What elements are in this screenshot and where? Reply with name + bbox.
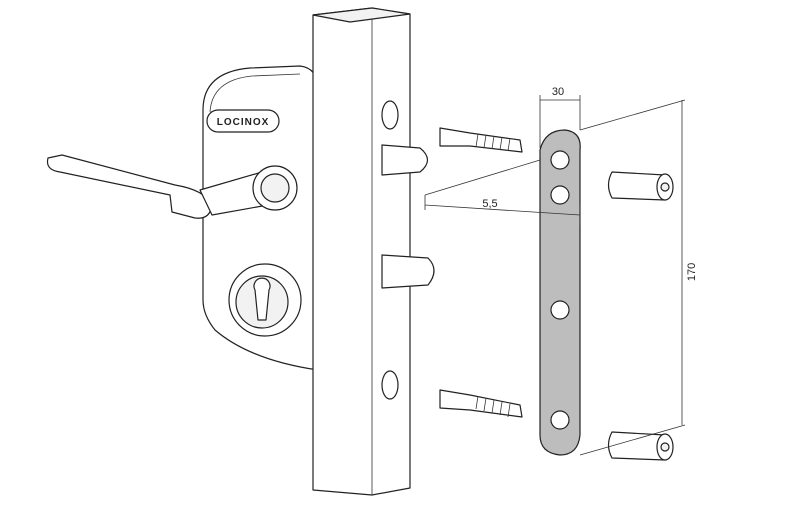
brand-logo-text: LOCINOX: [217, 117, 270, 128]
brand-badge: [206, 109, 280, 133]
lever-handle[interactable]: [46, 154, 298, 219]
dimension-offset: 5,5: [482, 198, 497, 210]
square-post: [312, 7, 435, 496]
strike-plate: [539, 129, 581, 456]
dimension-plate-height: 170: [686, 263, 698, 281]
post-hole-bottom: [381, 370, 399, 400]
dead-bolt: [381, 254, 435, 289]
dimension-lines: [424, 95, 686, 456]
screw-top: [439, 127, 523, 153]
latch-bolt: [381, 144, 429, 176]
key-cylinder: [228, 263, 302, 337]
screw-bottom: [439, 389, 523, 418]
spacer-nut-top: [607, 171, 674, 201]
spacer-nut-bottom: [607, 431, 674, 461]
post-hole-top: [381, 100, 399, 130]
dimension-plate-width: 30: [552, 86, 564, 98]
